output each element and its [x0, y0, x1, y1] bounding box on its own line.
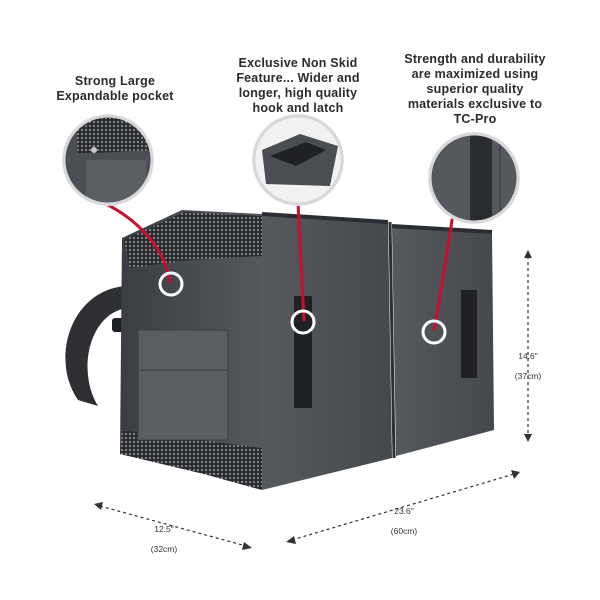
zoom-circle-non-skid — [252, 114, 344, 206]
hotspot-non-skid — [290, 309, 316, 335]
length-cm: (60cm) — [390, 526, 418, 536]
hotspot-durability — [421, 319, 447, 345]
callout-durability: Strength and durability are maximized us… — [404, 52, 546, 126]
hotspot-markers — [158, 271, 447, 345]
depth-cm: (32cm) — [150, 544, 178, 554]
height-cm: (37cm) — [514, 371, 542, 381]
mesh-top — [124, 212, 262, 268]
side-handle — [65, 286, 128, 406]
callout-pocket: Strong Large Expandable pocket — [56, 74, 174, 103]
depth-arrow — [99, 505, 247, 547]
velcro-strip-right — [461, 290, 477, 378]
velcro-strip-left — [294, 296, 312, 408]
zoom-circle-pocket — [62, 114, 154, 206]
front-panel-right — [392, 226, 494, 456]
mesh-bottom — [120, 430, 262, 490]
front-panel-left — [262, 214, 392, 490]
depth-label: 12.5" (32cm) — [136, 514, 192, 564]
length-inches: 23.6" — [394, 506, 414, 516]
length-arrow — [291, 473, 515, 541]
length-label: 23.6" (60cm) — [376, 496, 432, 546]
hotspot-pocket — [158, 271, 184, 297]
dimension-arrows — [99, 256, 529, 547]
height-label: 14.6" (37cm) — [500, 341, 556, 391]
storage-bag — [65, 210, 494, 490]
callout-non-skid: Exclusive Non Skid Feature... Wider and … — [236, 56, 360, 115]
arrow-heads — [94, 250, 532, 550]
height-inches: 14.6" — [518, 351, 538, 361]
depth-inches: 12.5" — [154, 524, 174, 534]
zoom-circle-durability — [428, 132, 520, 224]
expandable-pocket — [137, 329, 229, 441]
